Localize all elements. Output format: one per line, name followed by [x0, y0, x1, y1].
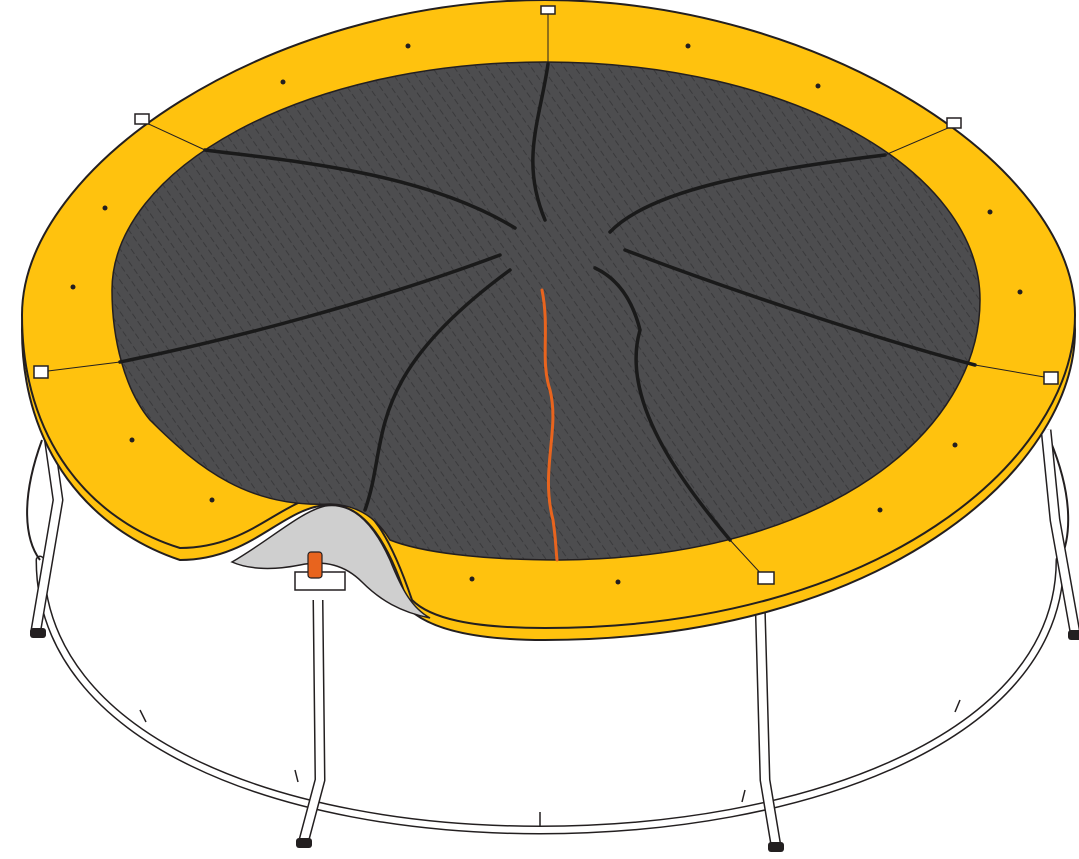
mat-seam: [118, 253, 502, 364]
leg-foot: [30, 628, 46, 638]
leg-foot: [296, 838, 312, 848]
leg: [1040, 429, 1079, 640]
leg: [296, 599, 326, 848]
jumping-mat: [111, 61, 981, 562]
ring-joints: [139, 699, 961, 826]
frame-clip: [294, 551, 346, 591]
pad-folded-underside: [230, 504, 431, 619]
mat-seam: [363, 268, 512, 512]
leg-foot: [1068, 630, 1079, 640]
leg-foot: [768, 842, 784, 852]
mat-seam: [203, 148, 517, 230]
strap-buckles: [33, 5, 1059, 585]
pad-holes: [70, 43, 1023, 585]
mat-seam: [608, 153, 887, 234]
highlighted-strap: [540, 288, 559, 562]
leg: [754, 599, 784, 852]
mat-seam: [623, 248, 977, 367]
mat-seams: [118, 62, 977, 542]
mat-seam: [531, 62, 550, 222]
mat-seam: [593, 266, 732, 542]
frame-ring: [26, 439, 1070, 835]
